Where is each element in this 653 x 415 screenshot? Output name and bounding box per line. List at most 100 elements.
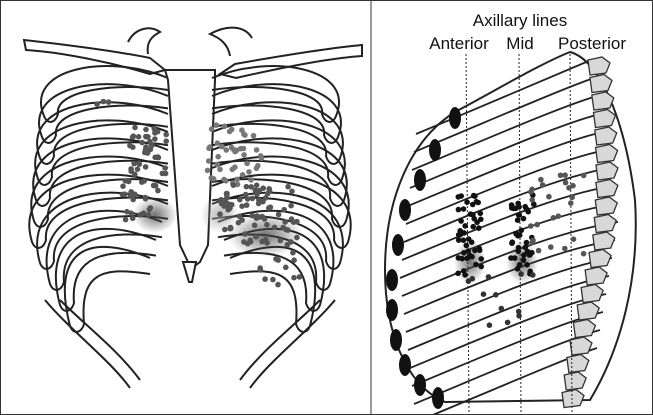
dot [290,250,296,256]
cartilage-segment [386,269,398,291]
dot [515,201,521,207]
dot [522,204,528,210]
dot [275,282,281,288]
dot [288,203,294,209]
dot [530,272,536,278]
dot [254,182,260,188]
dot [509,240,515,246]
dot [472,193,478,199]
dot [244,202,250,208]
dot [518,271,524,277]
dot [478,211,484,217]
dot [213,122,219,128]
dot [232,164,238,170]
dot [524,262,530,268]
cartilage-segment [432,387,444,409]
dot [217,211,223,217]
dot [143,164,149,170]
cartilage-segment [429,139,441,161]
dot [254,147,260,153]
dot [462,272,468,278]
dot [215,154,221,160]
dot [259,239,265,245]
dot [562,246,568,252]
dot [272,225,278,231]
dot [461,250,467,256]
dot [251,133,257,139]
dot [130,197,136,203]
dot [476,246,482,252]
label-posterior: Posterior [558,34,626,53]
dot [141,210,147,216]
dot [529,187,535,193]
dot [237,197,243,203]
dot [120,183,126,189]
dot [215,140,221,146]
dot [242,231,248,237]
dot [221,177,227,183]
dot [551,215,557,221]
dot [571,236,577,242]
dot [556,213,562,219]
dot [268,204,274,210]
dot [285,242,291,248]
dot [540,182,546,188]
dot [297,274,303,280]
dot [228,225,234,231]
dot [136,161,142,167]
dot [462,223,468,229]
dot [283,265,289,271]
dot [225,207,231,213]
dot [456,207,462,213]
dot [149,142,155,148]
dot [291,275,297,281]
dot [205,168,211,174]
dot [244,161,250,167]
label-mid: Mid [506,34,533,53]
dot [470,224,476,230]
dot [258,153,264,159]
dot [122,191,128,197]
dot [246,169,252,175]
dot [94,101,100,107]
dot [163,132,169,138]
dot [499,306,505,312]
dot [143,127,149,133]
dot [456,194,462,200]
dot [509,202,515,208]
dot [135,166,141,172]
dot [143,196,149,202]
dot [264,222,270,228]
dot [243,192,249,198]
dot [250,196,256,202]
dot [237,214,243,220]
dot [144,134,150,140]
dot [131,133,137,139]
dot [464,243,470,249]
dot [285,184,291,190]
cartilage-segment [390,329,402,351]
dot [534,222,540,228]
dot [281,207,287,213]
dot [512,255,518,261]
dot [529,197,535,203]
dot [481,291,487,297]
dot [155,129,161,135]
dot [132,125,138,131]
dot [294,235,300,241]
dot [265,191,271,197]
dot [155,154,161,160]
dot [244,184,250,190]
dot [476,225,482,231]
dot [294,219,300,225]
dot [524,240,530,246]
dot [291,257,297,263]
dot [568,200,574,206]
dot [516,212,522,218]
dot [469,254,475,260]
dot [222,124,228,130]
dot [256,201,262,207]
dot [546,194,552,200]
dot [252,222,258,228]
